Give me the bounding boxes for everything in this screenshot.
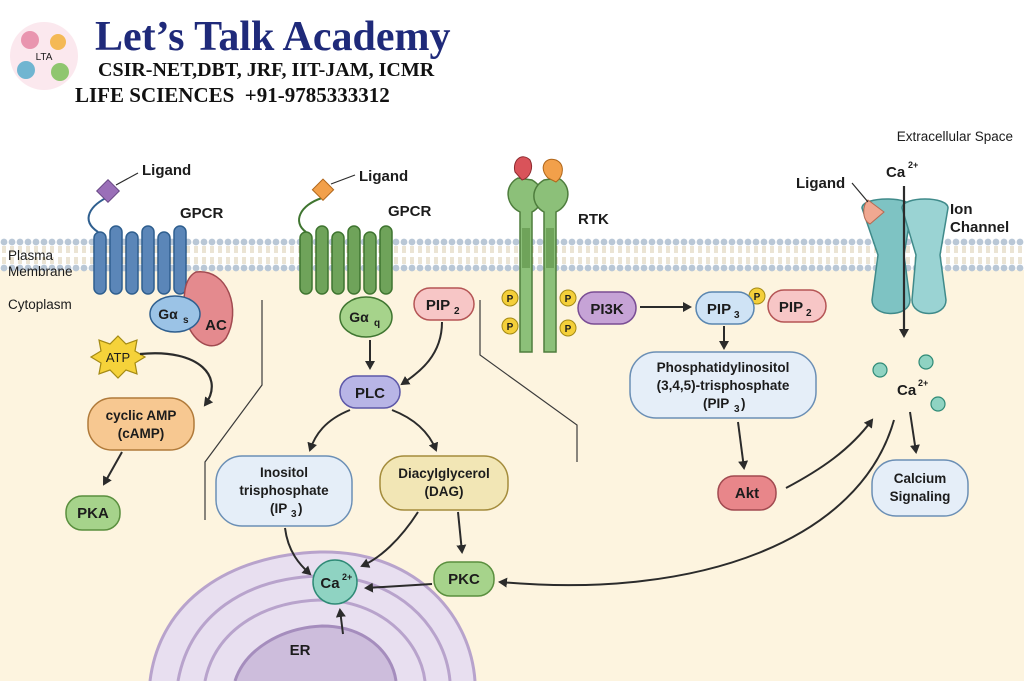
ip3-line-3: (IP: [270, 501, 287, 516]
pip3-full-line-2: (3,4,5)-trisphosphate: [657, 378, 790, 393]
pip2-sub-plc: 2: [454, 306, 460, 317]
adenylyl-cyclase: [183, 271, 234, 347]
pkc-node: [433, 561, 495, 597]
academy-subtitle: CSIR-NET,DBT, JRF, IIT-JAM, ICMR: [98, 59, 435, 81]
pip3-full-line-1: Phosphatidylinositol: [657, 360, 790, 375]
ligand-label-gpcr-s: Ligand: [142, 162, 191, 179]
pip2-label-plc: PIP: [426, 297, 450, 314]
extracellular-region: [0, 120, 1024, 240]
g-alpha-q-sub: q: [374, 318, 380, 329]
pip3-full-sub: 3: [734, 404, 740, 415]
rtk-receptor: [507, 177, 569, 353]
svg-text:P: P: [565, 294, 572, 305]
phosphate-groups: P P P P P: [501, 287, 766, 337]
pip3-full-line-3: (PIP: [703, 396, 729, 411]
gpcr-s-label: GPCR: [180, 205, 224, 222]
plc-label: PLC: [355, 385, 385, 402]
cytoplasm-region: [0, 270, 1024, 681]
pip2-node-rtk: [767, 289, 827, 323]
svg-text:P: P: [565, 324, 572, 335]
ion-channel-label-2: Channel: [950, 219, 1009, 236]
akt-label: Akt: [735, 485, 759, 502]
ligand-shape-gpcr-q: [311, 178, 335, 202]
pip3-sub: 3: [734, 310, 740, 321]
ip3-line-2: trisphosphate: [239, 483, 329, 498]
ca-cyto-label: Ca: [897, 382, 917, 399]
region-separators: [204, 300, 578, 520]
er-ca-label: Ca: [320, 575, 340, 592]
svg-text:P: P: [754, 292, 761, 303]
membrane-label-2: Membrane: [8, 264, 73, 279]
ca-cyto-sup: 2+: [918, 378, 928, 388]
logo: LTA: [10, 22, 78, 90]
pkc-label: PKC: [448, 571, 480, 588]
g-alpha-s-label: Gα: [158, 306, 178, 322]
pip2-sub-rtk: 2: [806, 308, 812, 319]
rtk-ligand-left: [513, 156, 533, 181]
ion-channel-ligand-label: Ligand: [796, 175, 845, 192]
gpcr-s-receptor: [87, 195, 187, 295]
gpcr-q-label: GPCR: [388, 203, 432, 220]
calcium-signaling-node: [871, 459, 969, 517]
dag-line-2: (DAG): [425, 484, 464, 499]
ca-top-sup: 2+: [908, 160, 918, 170]
er-ca-sup: 2+: [342, 572, 352, 582]
pip3-full-node: [629, 351, 817, 419]
ip3-line-1: Inositol: [260, 465, 308, 480]
ip3-sub: 3: [291, 509, 297, 520]
cytoplasm-label: Cytoplasm: [8, 297, 72, 312]
academy-tagline: LIFE SCIENCES +91-9785333312: [75, 83, 390, 107]
pip2-label-rtk: PIP: [779, 299, 803, 316]
pka-label: PKA: [77, 505, 109, 522]
svg-text:P: P: [507, 294, 514, 305]
rtk-ligand-right: [542, 158, 563, 183]
ion-channel-label-1: Ion: [950, 201, 973, 218]
pka-node: [65, 495, 121, 531]
er-label: ER: [290, 642, 311, 659]
camp-line-2: (cAMP): [118, 426, 165, 441]
gpcr-q-receptor: [298, 197, 393, 295]
calcium-ions: [872, 354, 946, 412]
ion-channel-ligand: [863, 199, 885, 225]
plc-node: [339, 375, 401, 409]
camp-line-1: cyclic AMP: [106, 408, 177, 423]
g-alpha-s-sub: s: [183, 315, 189, 326]
ca-top-label: Ca: [886, 164, 906, 181]
svg-text:P: P: [507, 322, 514, 333]
calcium-to-pkc-arrow: [498, 419, 895, 588]
akt-node: [717, 475, 777, 511]
calcium-signaling-line-1: Calcium: [894, 471, 947, 486]
pip3-full-close: ): [741, 396, 746, 411]
g-alpha-q-label: Gα: [349, 309, 369, 325]
er-calcium: [312, 559, 358, 605]
ip3-node: [215, 455, 353, 527]
pip3-label: PIP: [707, 301, 731, 318]
rtk-label: RTK: [578, 211, 609, 228]
ip3-close: ): [298, 501, 303, 516]
pi3k-label: PI3K: [590, 301, 624, 318]
dag-node: [379, 455, 509, 511]
academy-title: Let’s Talk Academy: [95, 14, 450, 60]
camp-node: [87, 397, 195, 451]
endoplasmic-reticulum: [148, 550, 477, 681]
atp-burst: [89, 335, 147, 379]
pip3-node: [695, 291, 755, 325]
ligand-label-gpcr-q: Ligand: [359, 168, 408, 185]
g-alpha-s: [149, 295, 201, 333]
extracellular-label: Extracellular Space: [897, 129, 1013, 144]
ion-channel: [861, 198, 949, 315]
ac-label: AC: [205, 317, 227, 334]
pi3k-node: [577, 291, 637, 325]
atp-label: ATP: [106, 350, 130, 365]
pip2-node-plc: [413, 287, 475, 321]
logo-text: LTA: [36, 52, 53, 63]
g-alpha-q: [339, 296, 393, 338]
ligand-shape-gpcr-s: [95, 178, 121, 204]
calcium-signaling-line-2: Signaling: [890, 489, 951, 504]
dag-line-1: Diacylglycerol: [398, 466, 490, 481]
membrane-label-1: Plasma: [8, 248, 54, 263]
